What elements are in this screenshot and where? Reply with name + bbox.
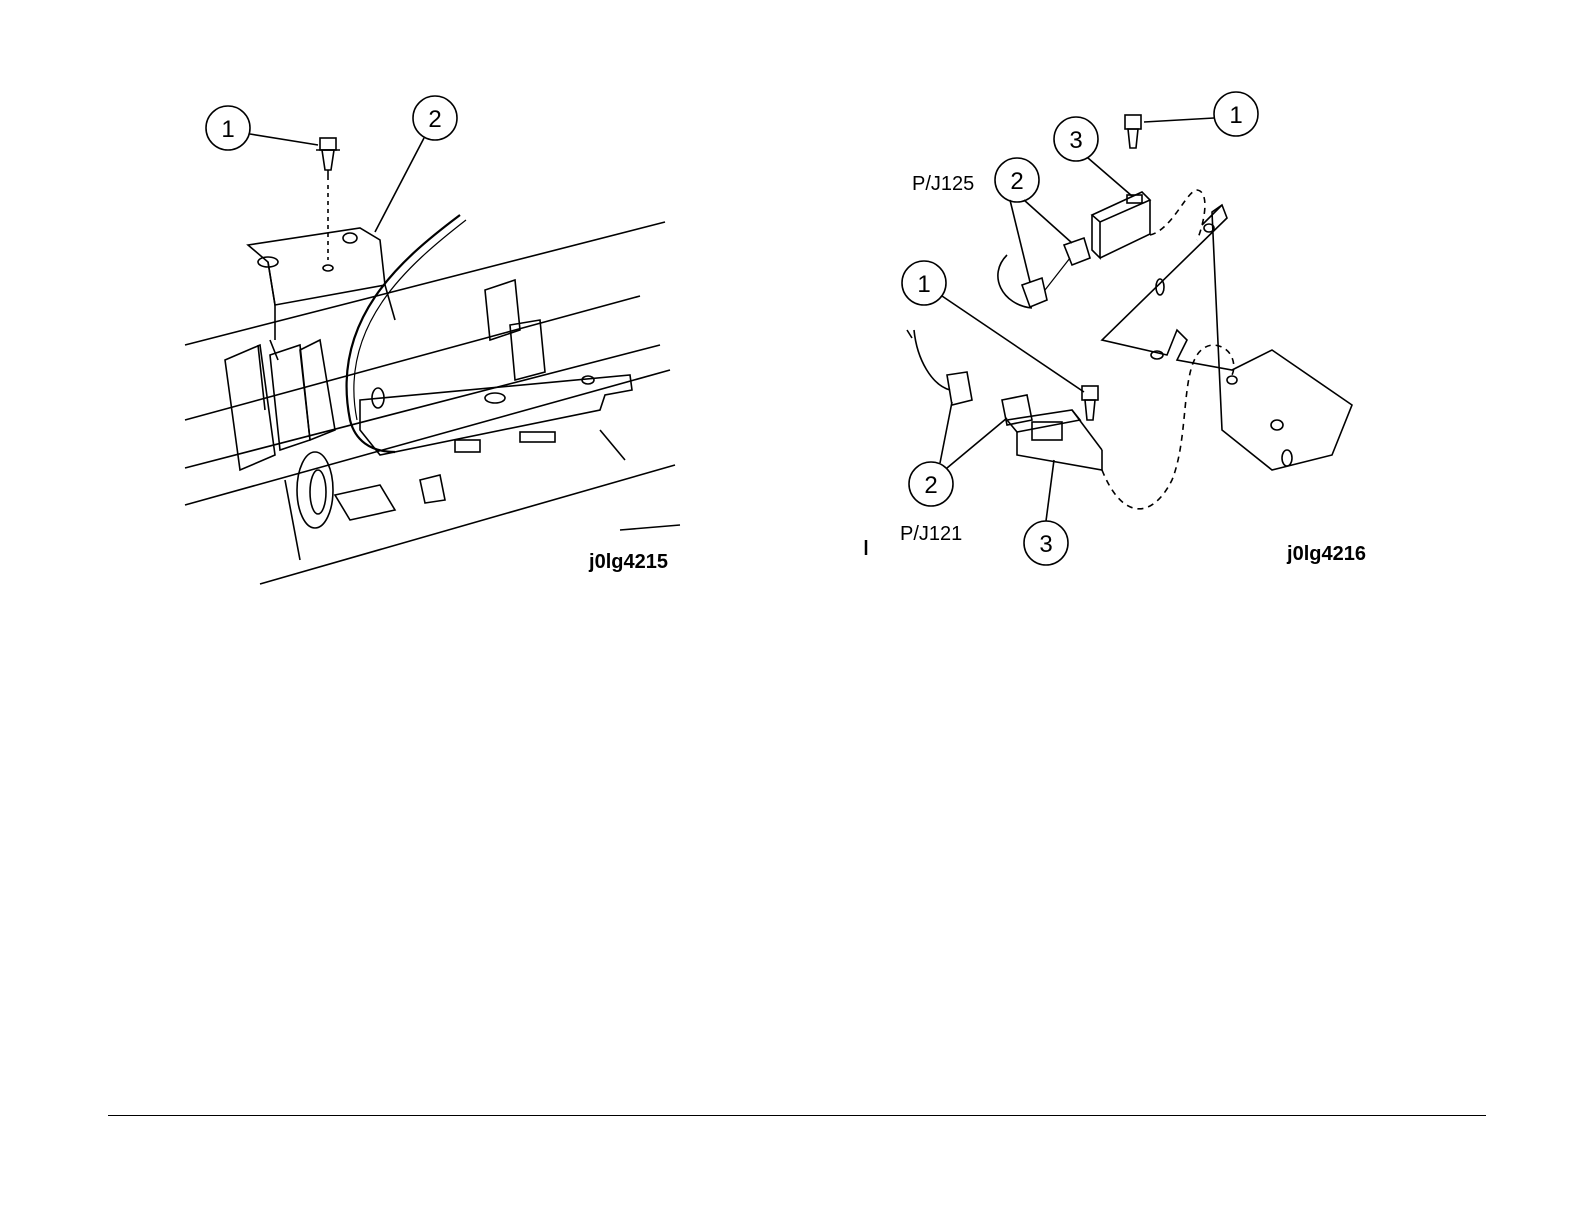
callout-1: 1 [221, 116, 234, 143]
figure-j0lg4215: 1 2 j0lg4215 [0, 0, 792, 600]
figure-j0lg4216: 1 3 2 1 2 3 P/J125 P/J121 j0lg4216 [792, 0, 1584, 600]
callout-2-upper: 2 [1010, 168, 1023, 195]
footer-rule [108, 1115, 1486, 1116]
connector-label-pj125: P/J125 [912, 173, 974, 195]
callout-1-lower: 1 [917, 271, 930, 298]
connector-label-pj121: P/J121 [900, 523, 962, 545]
callout-2-lower: 2 [924, 472, 937, 499]
callout-1-upper: 1 [1229, 102, 1242, 129]
callout-3-lower: 3 [1039, 531, 1052, 558]
bracket-removal-illustration: 1 2 j0lg4215 [0, 0, 792, 600]
figure-id: j0lg4216 [1286, 543, 1366, 565]
callout-3-upper: 3 [1069, 127, 1082, 154]
sensor-removal-illustration: 1 3 2 1 2 3 P/J125 P/J121 j0lg4216 [792, 0, 1584, 600]
figure-id: j0lg4215 [588, 551, 668, 573]
callout-2: 2 [428, 106, 441, 133]
